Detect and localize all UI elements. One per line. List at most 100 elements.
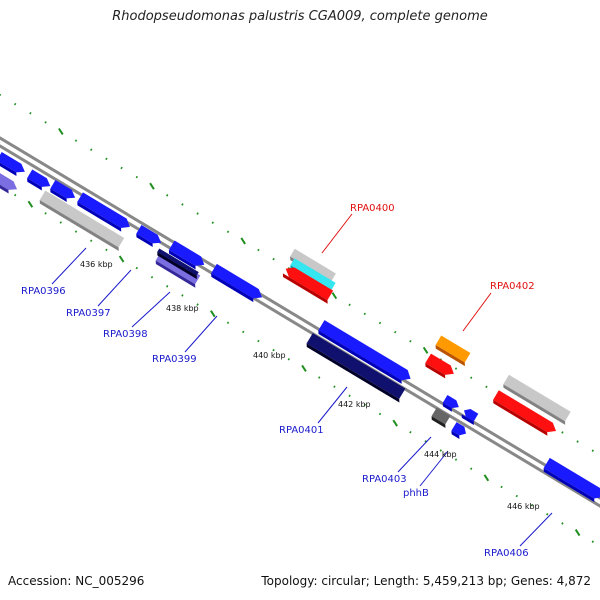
major-tick — [422, 346, 429, 354]
gene-glyph — [0, 170, 18, 194]
minor-tick — [150, 275, 154, 279]
minor-tick — [348, 303, 351, 307]
gene-label-RPA0397[interactable]: RPA0397 — [66, 308, 111, 319]
leader-RPA0400 — [321, 213, 353, 254]
gene-glyph — [431, 407, 451, 429]
minor-tick — [181, 294, 184, 297]
minor-tick — [181, 203, 184, 206]
minor-tick — [59, 221, 62, 224]
minor-tick — [363, 403, 366, 407]
minor-tick — [166, 285, 169, 288]
backbone — [0, 136, 600, 508]
minor-tick — [378, 412, 382, 416]
major-tick — [574, 529, 581, 537]
minor-tick — [0, 93, 2, 97]
gene-label-RPA0399[interactable]: RPA0399 — [152, 354, 197, 365]
gene-glyph — [451, 422, 467, 439]
leader-RPA0399 — [184, 315, 218, 353]
minor-tick — [348, 394, 351, 398]
major-tick — [58, 127, 64, 135]
kbp-label: 440 kbp — [253, 351, 286, 360]
minor-tick — [44, 121, 47, 124]
leader-RPA0406 — [519, 512, 553, 547]
minor-tick — [546, 513, 549, 516]
minor-tick — [363, 312, 366, 316]
leader-RPA0398 — [131, 291, 171, 328]
gene-label-RPA0403[interactable]: RPA0403 — [362, 474, 407, 485]
gene-glyph — [168, 240, 205, 270]
minor-tick — [454, 458, 458, 461]
minor-tick — [90, 239, 93, 242]
major-tick — [118, 255, 125, 263]
leader-RPA0403 — [397, 436, 432, 473]
gene-label-RPA0398[interactable]: RPA0398 — [103, 329, 148, 340]
kbp-label: 442 kbp — [338, 400, 371, 409]
leader-RPA0396 — [51, 247, 87, 285]
minor-tick — [470, 376, 473, 379]
genome-summary-text: Topology: circular; Length: 5,459,213 bp… — [261, 574, 591, 588]
minor-tick — [272, 348, 275, 352]
minor-tick — [74, 230, 78, 233]
gene-glyph — [77, 192, 130, 232]
gene-glyph — [435, 335, 471, 367]
gene-glyph — [27, 169, 51, 191]
minor-tick — [378, 321, 382, 325]
gene-label-RPA0400[interactable]: RPA0400 — [350, 203, 395, 214]
leader-phhB — [419, 450, 449, 487]
minor-tick — [485, 385, 488, 389]
map-title: Rhodopseudomonas palustris CGA009, compl… — [112, 9, 488, 24]
minor-tick — [105, 248, 108, 252]
gene-glyph — [157, 248, 199, 280]
minor-tick — [120, 166, 123, 170]
minor-tick — [74, 139, 78, 142]
kbp-label: 438 kbp — [166, 304, 199, 313]
gene-glyph — [425, 353, 454, 379]
minor-tick — [561, 522, 564, 525]
gene-label-phhB[interactable]: phhB — [403, 488, 429, 499]
leader-RPA0397 — [97, 269, 132, 307]
minor-tick — [500, 485, 503, 489]
gene-label-RPA0396[interactable]: RPA0396 — [21, 286, 66, 297]
major-tick — [149, 182, 155, 190]
gene-glyph — [211, 263, 263, 303]
leader-RPA0401 — [317, 386, 348, 424]
gene-label-RPA0402[interactable]: RPA0402 — [490, 281, 535, 292]
minor-tick — [470, 467, 473, 470]
leader-RPA0402 — [462, 292, 492, 332]
minor-tick — [409, 339, 412, 343]
minor-tick — [105, 157, 108, 161]
gene-glyph — [39, 190, 125, 251]
minor-tick — [14, 193, 17, 197]
minor-tick — [135, 266, 138, 270]
gene-glyphs — [0, 151, 600, 503]
minor-tick — [530, 503, 534, 507]
major-tick — [210, 310, 216, 318]
minor-tick — [318, 376, 321, 379]
kbp-label: 446 kbp — [507, 502, 540, 511]
gene-glyph — [282, 267, 334, 304]
minor-tick — [439, 449, 442, 452]
minor-tick — [90, 148, 93, 151]
major-tick — [240, 237, 246, 245]
gene-labels: RPA0396 RPA0397 RPA0398 RPA0399 RPA0400 … — [21, 203, 535, 559]
accession-text: Accession: NC_005296 — [8, 574, 145, 588]
major-tick — [331, 292, 338, 300]
minor-tick — [591, 540, 594, 543]
minor-tick — [591, 449, 594, 452]
minor-tick — [196, 303, 199, 306]
minor-tick — [257, 248, 260, 252]
gene-glyph — [461, 409, 479, 426]
minor-tick — [14, 102, 17, 106]
minor-tick — [515, 494, 518, 498]
gene-glyph — [136, 225, 162, 247]
minor-tick — [394, 330, 397, 334]
gene-glyph — [503, 374, 571, 425]
gene-glyph — [318, 320, 411, 384]
gene-label-RPA0406[interactable]: RPA0406 — [484, 548, 529, 559]
gene-glyph — [442, 395, 459, 412]
kbp-labels: 436 kbp 438 kbp 440 kbp 442 kbp 444 kbp … — [80, 260, 540, 511]
minor-tick — [242, 330, 245, 334]
gene-label-RPA0401[interactable]: RPA0401 — [279, 425, 324, 436]
